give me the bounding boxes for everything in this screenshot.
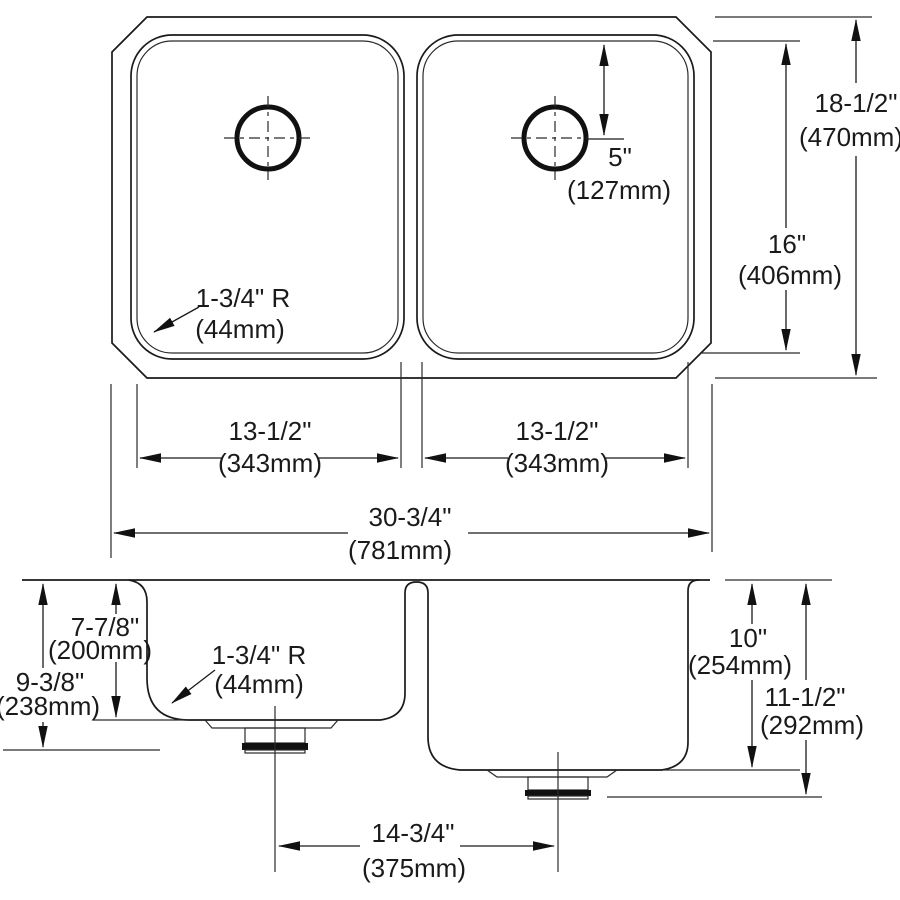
dim-right-bowl-depth: 10" (254mm): [688, 583, 792, 768]
dim-right-overall-depth-inch: 11-1/2": [764, 682, 845, 712]
dim-bowl-front-back-mm: (406mm): [738, 260, 842, 290]
dim-bowl-front-back: 16" (406mm): [700, 40, 842, 354]
section-bowl-profile: [128, 579, 700, 771]
dim-right-bowl-width: 13-1/2" (343mm): [421, 362, 689, 478]
dim-left-bowl-width: 13-1/2" (343mm): [136, 362, 402, 478]
dim-overall-width-mm: (781mm): [348, 535, 452, 565]
dim-left-bowl-depth-mm: (200mm): [48, 635, 152, 665]
sink-outer-rim: [111, 16, 712, 379]
right-bowl-inner: [422, 40, 689, 354]
dim-overall-front-back: 18-1/2" (470mm): [715, 16, 900, 379]
right-bowl-outer: [416, 34, 695, 360]
dim-right-bowl-width-inch: 13-1/2": [516, 416, 599, 446]
dim-right-bowl-width-mm: (343mm): [505, 448, 609, 478]
dim-overall-front-back-inch: 18-1/2": [815, 88, 898, 118]
dim-right-overall-depth-mm: (292mm): [760, 710, 864, 740]
callout-corner-radius-mm: (44mm): [195, 314, 285, 344]
dim-drain-center-spacing-mm: (375mm): [362, 853, 466, 883]
callout-corner-radius: 1-3/4" R (44mm): [153, 283, 291, 344]
left-drain-fitting: [204, 706, 339, 872]
dim-drain-offset-mm: (127mm): [567, 175, 671, 205]
left-bowl-inner: [136, 40, 399, 354]
dim-overall-width-inch: 30-3/4": [369, 502, 452, 532]
section-view: 7-7/8" (200mm) 9-3/8" (238mm) 1-3/4" R (…: [0, 579, 864, 883]
top-view: 5" (127mm) 16" (406mm) 18-1/2" (470mm) 1…: [110, 16, 900, 565]
right-drain-fitting: [486, 752, 618, 872]
dim-right-bowl-depth-mm: (254mm): [688, 650, 792, 680]
callout-bottom-radius-inch: 1-3/4" R: [212, 640, 307, 670]
dim-left-overall-depth-inch: 9-3/8": [16, 667, 85, 697]
dim-left-overall-depth-mm: (238mm): [0, 691, 100, 721]
dim-left-overall-depth: 9-3/8" (238mm): [0, 583, 100, 748]
dim-drain-center-spacing: 14-3/4" (375mm): [278, 818, 555, 883]
dim-left-bowl-width-mm: (343mm): [218, 448, 322, 478]
dim-overall-width: 30-3/4" (781mm): [110, 384, 713, 565]
dim-right-overall-depth: 11-1/2" (292mm): [760, 583, 864, 795]
dim-overall-front-back-mm: (470mm): [799, 122, 900, 152]
left-bowl-outer: [130, 34, 405, 360]
callout-bottom-radius-mm: (44mm): [214, 669, 304, 699]
dim-left-bowl-depth-inch: 7-7/8": [71, 612, 140, 642]
dim-right-bowl-depth-inch: 10": [729, 623, 767, 653]
dim-left-bowl-width-inch: 13-1/2": [229, 416, 312, 446]
dim-drain-offset: 5" (127mm): [567, 44, 671, 205]
callout-bottom-radius: 1-3/4" R (44mm): [171, 640, 307, 704]
dim-drain-offset-inch: 5": [608, 142, 632, 172]
dim-drain-center-spacing-inch: 14-3/4": [372, 818, 455, 848]
dim-left-bowl-depth: 7-7/8" (200mm): [48, 583, 152, 718]
dim-bowl-front-back-inch: 16": [768, 229, 806, 259]
callout-corner-radius-inch: 1-3/4" R: [196, 283, 291, 313]
